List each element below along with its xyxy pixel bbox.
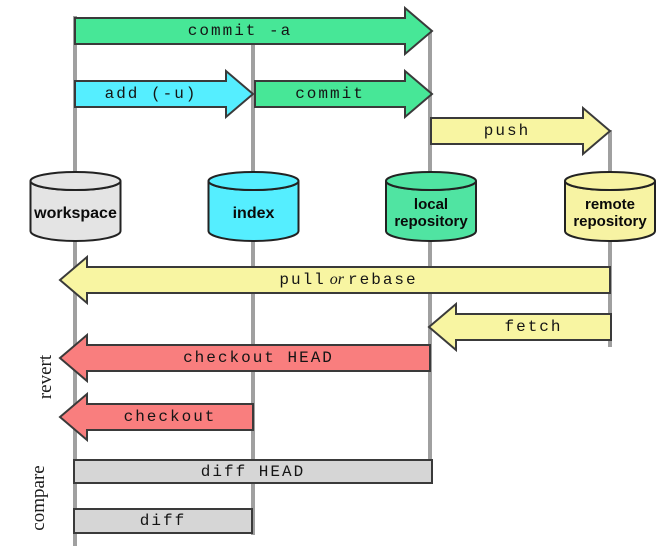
workspace-cylinder-top — [29, 171, 122, 191]
local-repository-node-label: local repository — [394, 196, 468, 230]
fetch-label: fetch — [504, 318, 563, 336]
push-label: push — [483, 122, 531, 140]
add-u-arrow-shape — [74, 68, 255, 120]
compare-section-label: compare — [28, 465, 49, 531]
push-arrow-shape — [430, 105, 612, 157]
workspace-node-label: workspace — [34, 205, 117, 223]
remote-repository-node-label: remote repository — [573, 196, 647, 230]
pull-or-rebase-arrow — [58, 254, 611, 306]
commit-a-label: commit -a — [187, 22, 293, 40]
checkout-head-arrow-shape — [58, 332, 431, 384]
fetch-arrow — [427, 301, 612, 353]
revert-section-label: revert — [35, 354, 56, 400]
commit-arrow — [254, 68, 434, 120]
remote-repository-cylinder-top — [564, 171, 656, 191]
checkout-arrow-shape — [58, 391, 254, 443]
add-u-label: add (-u) — [104, 85, 198, 103]
checkout-label: checkout — [123, 408, 217, 426]
or-label-part: or — [329, 271, 345, 288]
diff-head-bar: diff HEAD — [73, 459, 433, 484]
remote-repository-node: remote repository — [562, 171, 658, 243]
local-repository-cylinder-top — [385, 171, 477, 191]
workspace-node: workspace — [27, 171, 124, 243]
checkout-arrow — [58, 391, 254, 443]
commit-arrow-shape — [254, 68, 434, 120]
index-cylinder-top — [207, 171, 300, 191]
checkout-head-label: checkout HEAD — [183, 349, 334, 367]
push-arrow — [430, 105, 612, 157]
commit-a-arrow — [74, 5, 434, 57]
diff-bar: diff — [73, 508, 253, 534]
commit-a-arrow-shape — [74, 5, 434, 57]
checkout-head-arrow — [58, 332, 431, 384]
local-repository-node: local repository — [382, 171, 480, 243]
commit-label: commit — [295, 85, 365, 103]
add-u-arrow — [74, 68, 255, 120]
rebase-label-part: rebase — [348, 271, 418, 289]
fetch-arrow-shape — [427, 301, 612, 353]
pull-label-part: pull — [279, 271, 326, 289]
index-node-label: index — [232, 205, 275, 223]
index-node: index — [205, 171, 302, 243]
pull-or-rebase-arrow-shape — [58, 254, 611, 306]
local-repository-line — [428, 32, 432, 483]
